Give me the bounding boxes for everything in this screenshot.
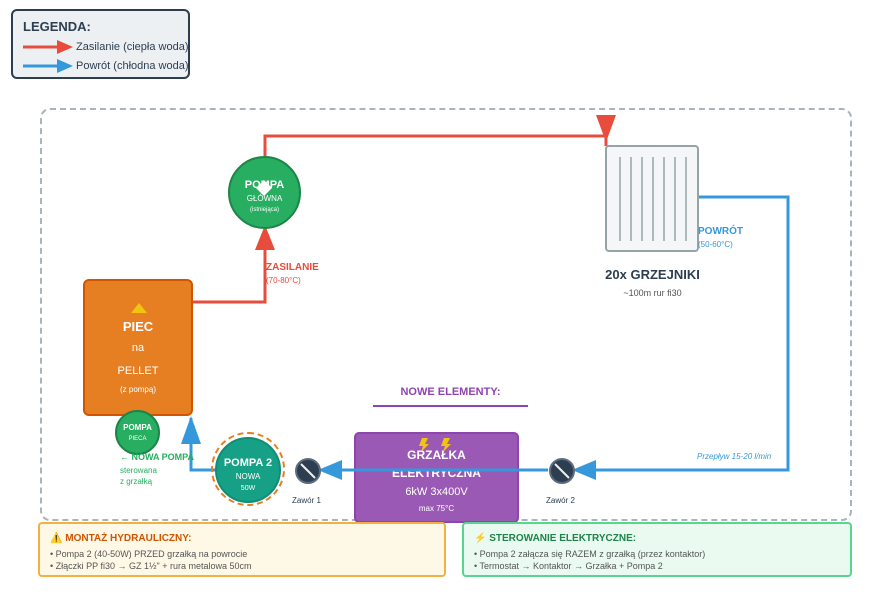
- boiler-pump-title: POMPA: [123, 423, 152, 432]
- return-pipe-from-radiators: [578, 195, 790, 472]
- radiator-icon: [605, 145, 699, 252]
- legend-supply-arrow-icon: [57, 40, 73, 54]
- boiler-line4: (z pompą): [119, 385, 156, 394]
- valve-2-icon: [554, 463, 570, 479]
- legend-return-label: Powrót (chłodna woda): [76, 60, 189, 72]
- main-pump-title: POMPA: [244, 179, 285, 191]
- new-pump-2: POMPA 2 NOWA 50W: [215, 437, 281, 503]
- electric-info-title: ⚡ STEROWANIE ELEKTRYCZNE:: [474, 533, 636, 544]
- boiler-pump-subtitle: PIECA: [128, 436, 147, 442]
- pellet-boiler: PIEC na PELLET (z pompą): [83, 279, 193, 416]
- supply-arrow-up-icon: [255, 225, 275, 250]
- legend-supply-label: Zasilanie (ciepła woda): [76, 41, 189, 53]
- main-pump: POMPA GŁÓWNA (istniejąca): [228, 156, 301, 229]
- electric-info-title-text: STEROWANIE ELEKTRYCZNE:: [489, 533, 637, 544]
- return-label: POWRÓT: [698, 226, 743, 237]
- hydraulic-info-title-text: MONTAŻ HYDRAULICZNY:: [65, 533, 192, 544]
- electric-info-box: ⚡ STEROWANIE ELEKTRYCZNE: • Pompa 2 załą…: [462, 522, 852, 577]
- heater-max-temp: max 75°C: [418, 504, 455, 513]
- heater-spec: 6kW 3x400V: [405, 486, 468, 498]
- electric-info-line2: • Termostat → Kontaktor → Grzałka + Pomp…: [474, 561, 663, 571]
- valve-1-icon: [300, 463, 316, 479]
- lightning-icon: [419, 438, 451, 452]
- return-temp: (50-60°C): [698, 240, 733, 249]
- flow-rate-label: Przepływ 15-20 l/min: [697, 452, 772, 461]
- new-pump-controlled-line1: sterowana: [120, 466, 157, 475]
- legend: LEGENDA: Zasilanie (ciepła woda) Powrót …: [11, 9, 190, 79]
- pump-impeller-icon: [256, 180, 272, 196]
- heater-title: GRZAŁKA: [407, 448, 466, 462]
- hydraulic-info-box: ⚠️ MONTAŻ HYDRAULICZNY: • Pompa 2 (40-50…: [38, 522, 446, 577]
- pump2-subtitle: NOWA: [235, 472, 261, 481]
- electric-info-line1: • Pompa 2 załącza się RAZEM z grzałką (p…: [474, 549, 706, 559]
- supply-pipe-piec-to-pump: [193, 229, 267, 304]
- electric-heater: GRZAŁKA ELEKTRYCZNA 6kW 3x400V max 75°C: [354, 432, 519, 523]
- supply-pipe-to-radiators: [263, 134, 608, 156]
- new-elements-heading: NOWE ELEMENTY:: [400, 386, 501, 398]
- legend-arrows: [23, 40, 73, 73]
- valve-2[interactable]: [549, 458, 575, 484]
- return-arrow-left-icon: [572, 460, 596, 480]
- new-pump-highlight-ring: [211, 432, 285, 506]
- boiler-title: PIEC: [122, 319, 154, 334]
- radiators-subtitle: ~100m rur fi30: [623, 288, 682, 298]
- valve-2-label: Zawór 2: [546, 496, 575, 505]
- supply-arrow-down-icon: [596, 115, 616, 142]
- return-arrow-left-icon-2: [318, 460, 342, 480]
- hydraulic-info-line2: • Złączki PP fi30 → GZ 1½" + rura metalo…: [50, 561, 252, 571]
- new-pump-controlled-line2: z grzałką: [120, 477, 153, 486]
- supply-label: ZASILANIE: [266, 262, 319, 273]
- boiler-pump: POMPA PIECA: [115, 410, 160, 455]
- lightning-small-icon: ⚡: [474, 533, 487, 544]
- boiler-line3: PELLET: [117, 365, 159, 377]
- boiler-line2: na: [131, 342, 145, 354]
- legend-return-arrow-icon: [57, 59, 73, 73]
- return-arrow-up-icon: [181, 416, 201, 444]
- main-pump-subtitle: GŁÓWNA: [246, 194, 283, 203]
- supply-temp: (70-80°C): [266, 276, 301, 285]
- valve-1[interactable]: [295, 458, 321, 484]
- return-pipe-overlay: [354, 468, 519, 472]
- warning-icon: ⚠️: [50, 533, 63, 544]
- pump2-title: POMPA 2: [223, 457, 273, 469]
- main-pump-note: (istniejąca): [249, 207, 279, 213]
- new-pump-arrow-label: ← NOWA POMPA: [120, 452, 194, 462]
- legend-title: LEGENDA:: [23, 19, 91, 34]
- radiators-title: 20x GRZEJNIKI: [605, 267, 700, 282]
- pump2-power: 50W: [240, 485, 256, 492]
- hydraulic-info-line1: • Pompa 2 (40-50W) PRZED grzałką na powr…: [50, 549, 248, 559]
- valve-1-label: Zawór 1: [292, 496, 321, 505]
- flame-icon: [131, 303, 147, 313]
- hydraulic-info-title: ⚠️ MONTAŻ HYDRAULICZNY:: [50, 533, 192, 544]
